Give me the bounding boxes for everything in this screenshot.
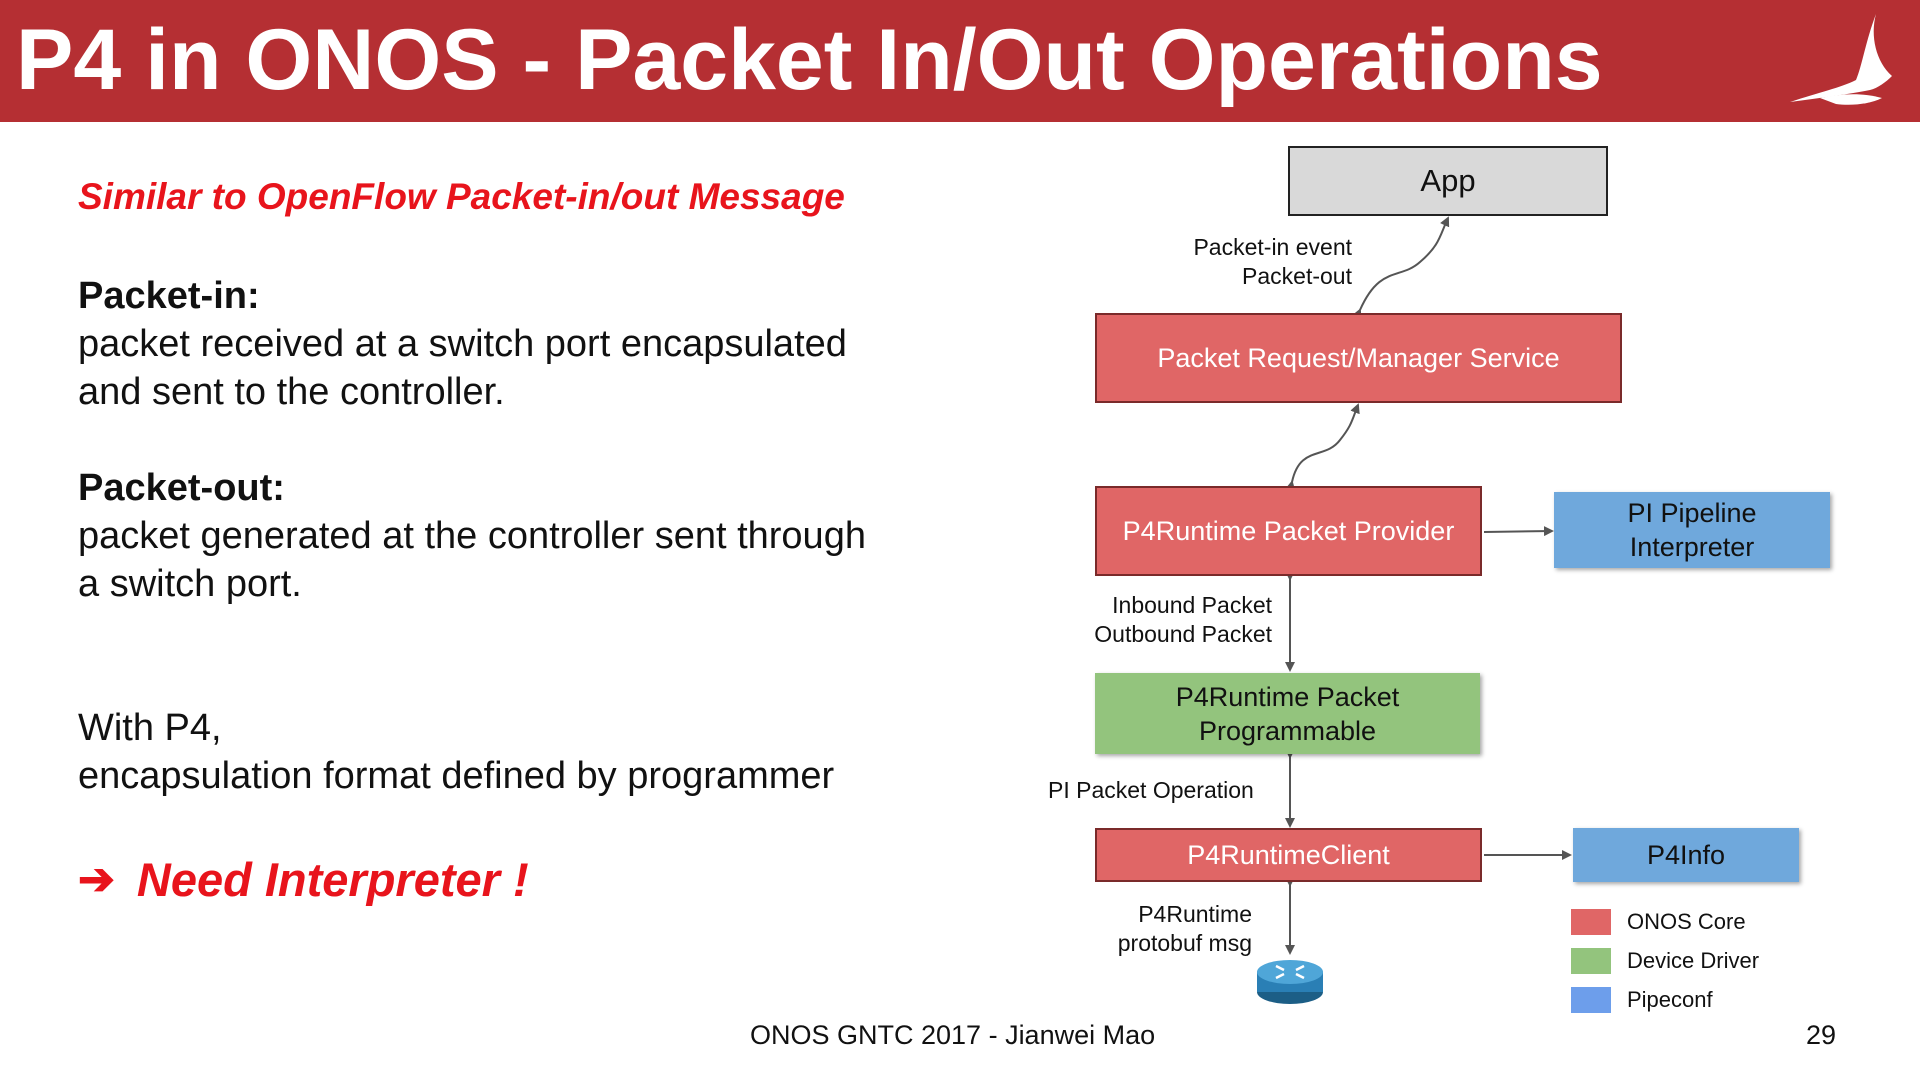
conclusion-text: Need Interpreter ! bbox=[136, 853, 529, 906]
packet-in-heading: Packet-in: bbox=[78, 275, 260, 317]
p4-note-line-2: encapsulation format defined by programm… bbox=[78, 755, 835, 797]
app-box: App bbox=[1288, 146, 1608, 216]
onos-bird-logo-icon bbox=[1790, 14, 1892, 105]
legend-swatch-pipeconf bbox=[1571, 987, 1611, 1013]
legend-item-onos-core: ONOS Core bbox=[1571, 909, 1746, 935]
footer-text: ONOS GNTC 2017 - Jianwei Mao bbox=[750, 1020, 1156, 1050]
legend-swatch-device-driver bbox=[1571, 948, 1611, 974]
network-switch-icon bbox=[1257, 960, 1323, 1004]
legend-item-device-driver: Device Driver bbox=[1571, 948, 1759, 974]
packet-service-box: Packet Request/Manager Service bbox=[1095, 313, 1622, 403]
packet-in-line-1: packet received at a switch port encapsu… bbox=[78, 323, 847, 365]
app-box-label: App bbox=[1420, 163, 1476, 198]
label-packet-in-event: Packet-in event bbox=[1193, 234, 1352, 260]
packet-programmable-label-1: P4Runtime Packet bbox=[1175, 681, 1400, 712]
right-arrow-icon: ➔ bbox=[78, 855, 115, 904]
label-app-service: Packet-in event Packet-out bbox=[1170, 233, 1352, 291]
connector-service-provider bbox=[1285, 403, 1360, 491]
legend-label-onos-core: ONOS Core bbox=[1627, 909, 1746, 934]
packet-out-line-1: packet generated at the controller sent … bbox=[78, 515, 866, 557]
pi-interpreter-label-1: PI Pipeline bbox=[1627, 498, 1757, 528]
packet-in-block: Packet-in: packet received at a switch p… bbox=[78, 272, 847, 416]
packet-out-block: Packet-out: packet generated at the cont… bbox=[78, 464, 866, 608]
packet-provider-label: P4Runtime Packet Provider bbox=[1122, 516, 1455, 546]
packet-in-line-2: and sent to the controller. bbox=[78, 371, 505, 413]
runtime-client-label: P4RuntimeClient bbox=[1187, 840, 1390, 870]
title-bar: P4 in ONOS - Packet In/Out Operations bbox=[0, 0, 1920, 122]
p4-note-block: With P4, encapsulation format defined by… bbox=[78, 704, 834, 800]
packet-out-heading: Packet-out: bbox=[78, 467, 285, 509]
packet-provider-box: P4Runtime Packet Provider bbox=[1095, 486, 1482, 576]
connector-provider-interpreter bbox=[1483, 526, 1554, 537]
p4info-box: P4Info bbox=[1573, 828, 1799, 882]
p4-note-line-1: With P4, bbox=[78, 707, 222, 749]
p4info-label: P4Info bbox=[1646, 840, 1726, 870]
packet-service-label: Packet Request/Manager Service bbox=[1157, 343, 1560, 373]
subtitle: Similar to OpenFlow Packet-in/out Messag… bbox=[78, 176, 845, 217]
legend-label-device-driver: Device Driver bbox=[1627, 948, 1760, 973]
packet-programmable-label-2: Programmable bbox=[1198, 715, 1377, 746]
label-packet-out: Packet-out bbox=[1242, 263, 1352, 289]
label-p4runtime: P4Runtime bbox=[1138, 901, 1252, 927]
pi-interpreter-label-2: Interpreter bbox=[1629, 532, 1755, 562]
label-provider-programmable: Inbound Packet Outbound Packet bbox=[1070, 591, 1272, 649]
connector-app-service bbox=[1352, 216, 1450, 320]
legend-item-pipeconf: Pipeconf bbox=[1571, 987, 1713, 1013]
runtime-client-box: P4RuntimeClient bbox=[1095, 828, 1482, 882]
packet-out-line-2: a switch port. bbox=[78, 563, 302, 605]
label-protobuf-msg: protobuf msg bbox=[1117, 930, 1252, 956]
page-number: 29 bbox=[1806, 1020, 1837, 1050]
label-pi-packet-operation: PI Packet Operation bbox=[1048, 777, 1254, 803]
label-outbound-packet: Outbound Packet bbox=[1094, 621, 1272, 647]
legend-swatch-onos-core bbox=[1571, 909, 1611, 935]
conclusion: ➔ Need Interpreter ! bbox=[78, 852, 529, 907]
slide-title: P4 in ONOS - Packet In/Out Operations bbox=[16, 12, 1603, 108]
label-client-switch: P4Runtime protobuf msg bbox=[1090, 900, 1252, 958]
packet-programmable-box: P4Runtime Packet Programmable bbox=[1095, 673, 1480, 754]
pi-interpreter-box: PI Pipeline Interpreter bbox=[1554, 492, 1830, 568]
legend-label-pipeconf: Pipeconf bbox=[1627, 987, 1713, 1012]
label-inbound-packet: Inbound Packet bbox=[1112, 592, 1272, 618]
